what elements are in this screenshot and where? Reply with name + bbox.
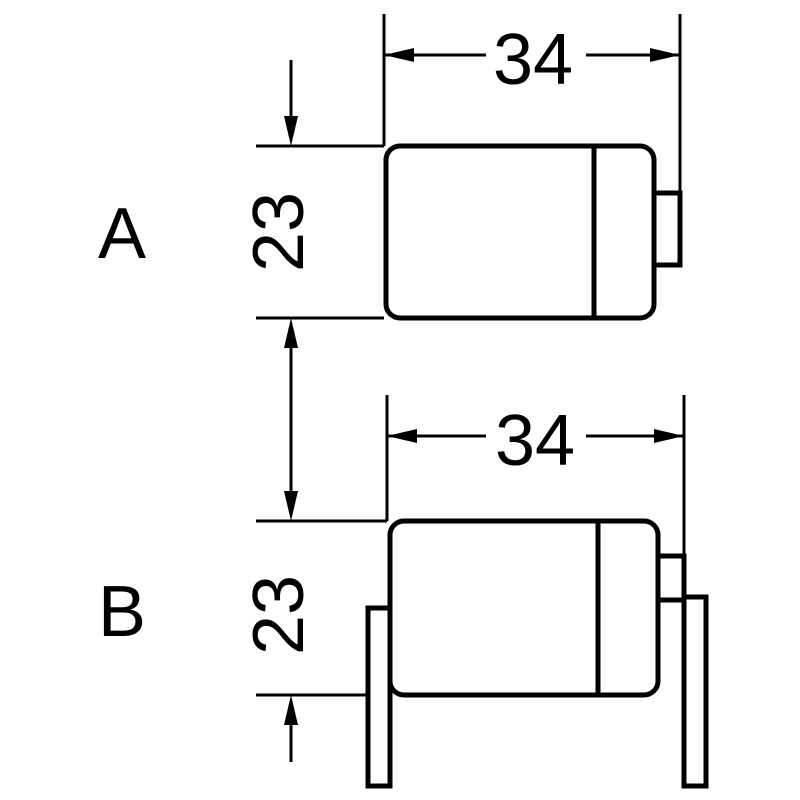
part-b-right-tab [655,553,687,603]
shared-dim-arrow-down-icon [284,491,298,521]
part-a-right-tab [651,190,683,268]
dim-a-width: 34 [382,14,682,191]
view-a-label: A [98,194,146,274]
shared-dim-arrow-up-icon [284,318,298,348]
part-b-right-leg [681,594,709,789]
dim-b-height-arrow-up-icon [284,695,298,725]
dim-b-width-arrow-left-icon [387,429,417,443]
part-b [365,518,709,789]
dim-a-width-arrow-right-icon [650,48,680,62]
dim-b-height: 23 [239,519,387,762]
dim-a-height-value: 23 [239,192,319,272]
view-b: 34 23 B [98,395,709,789]
dim-b-height-value: 23 [239,575,319,655]
dim-a-height: 23 [239,60,384,320]
dim-a-height-arrow-down-icon [284,116,298,146]
part-a-body [383,143,657,321]
dim-a-width-arrow-left-icon [384,48,414,62]
dim-b-width-arrow-right-icon [654,429,684,443]
view-b-label: B [98,572,146,652]
part-b-body [387,518,661,698]
dim-b-width: 34 [385,395,686,554]
view-a: 34 23 A [98,14,683,321]
part-b-left-leg [365,605,393,789]
dim-a-width-value: 34 [493,20,573,100]
dim-b-width-value: 34 [495,401,575,481]
part-a [383,143,683,321]
shared-dim-leader [284,318,298,521]
